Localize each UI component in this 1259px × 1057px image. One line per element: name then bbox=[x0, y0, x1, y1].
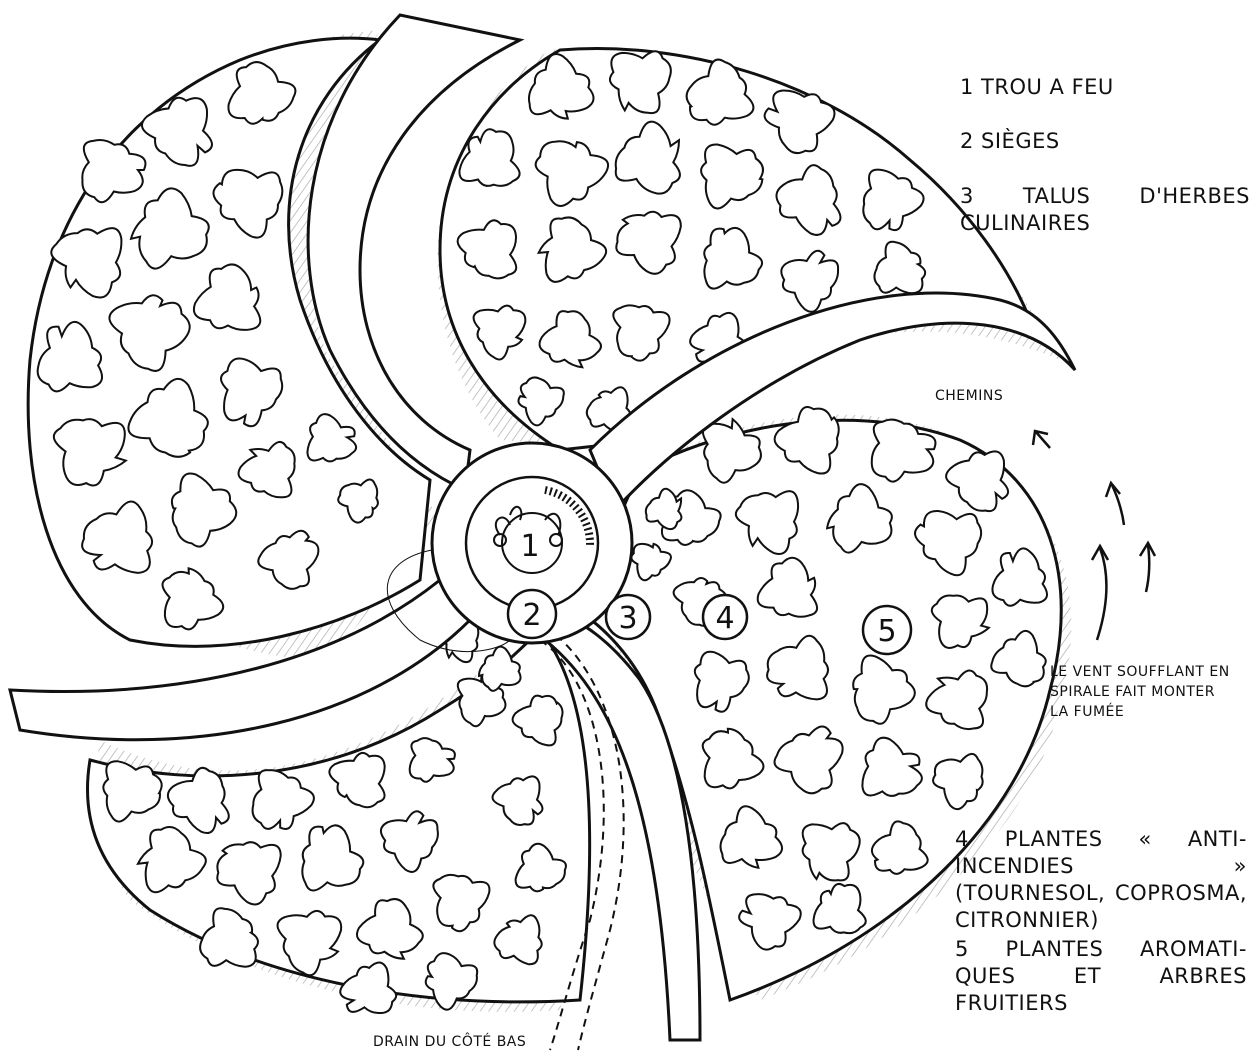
wind-label: LE VENT SOUFFLANT EN SPIRALE FAIT MONTER… bbox=[1050, 662, 1230, 722]
legend-item-1: 1 TROU A FEU bbox=[960, 74, 1240, 101]
legend-item-3: 3 TALUS D'HERBES CULINAIRES bbox=[960, 183, 1250, 237]
legend-item-2: 2 SIÈGES bbox=[960, 128, 1240, 155]
zone-marker-2: 2 bbox=[508, 590, 556, 638]
svg-text:4: 4 bbox=[715, 601, 734, 636]
svg-text:1: 1 bbox=[520, 529, 539, 564]
zone-marker-3: 3 bbox=[606, 595, 650, 639]
wind-arrow-icon bbox=[1106, 483, 1124, 525]
svg-text:5: 5 bbox=[877, 614, 896, 649]
zone-marker-1: 1 bbox=[520, 529, 539, 564]
drain-label: DRAIN DU CÔTÉ BAS bbox=[373, 1033, 526, 1051]
paths-label: CHEMINS bbox=[935, 387, 1003, 405]
zone-marker-4: 4 bbox=[703, 595, 747, 639]
svg-text:2: 2 bbox=[522, 598, 541, 633]
wind-arrow-icon bbox=[1140, 543, 1155, 592]
legend-item-4: 4 PLANTES « ANTI-INCENDIES » (TOURNESOL,… bbox=[955, 826, 1247, 934]
wind-arrow-icon bbox=[1092, 546, 1108, 640]
legend-item-5: 5 PLANTES AROMATI-QUES ET ARBRES FRUITIE… bbox=[955, 936, 1247, 1017]
svg-text:3: 3 bbox=[618, 601, 637, 636]
zone-marker-5: 5 bbox=[863, 606, 911, 654]
wind-arrow-icon bbox=[1033, 431, 1050, 448]
